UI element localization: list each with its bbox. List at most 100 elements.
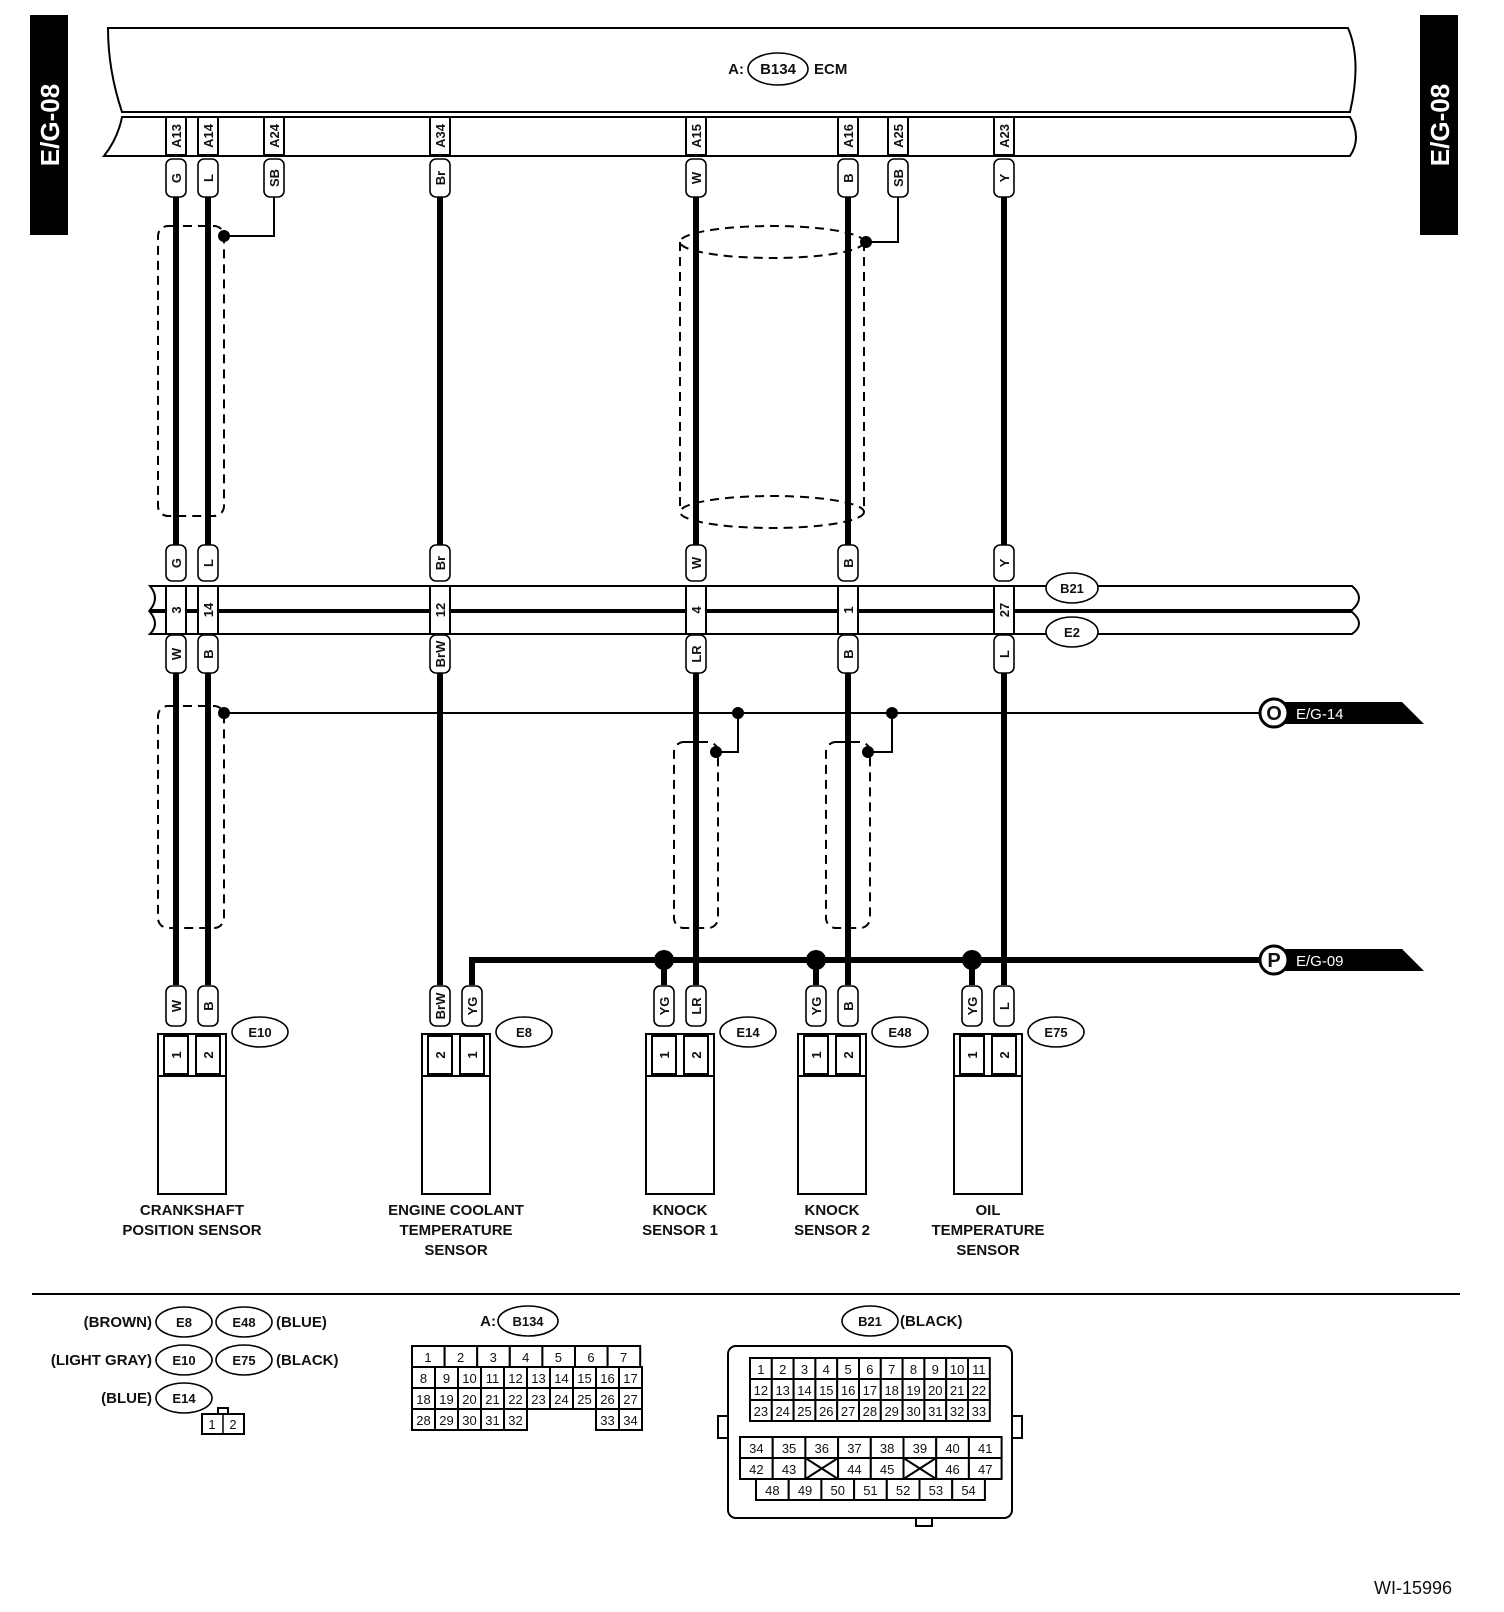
svg-text:1: 1 [757,1362,764,1377]
svg-text:13: 13 [775,1383,789,1398]
svg-text:16: 16 [841,1383,855,1398]
ecm-wire-color-a24: SB [263,158,285,198]
svg-text:12: 12 [754,1383,768,1398]
page-tab-right-label: E/G-08 [1425,84,1455,166]
sensor-e14-pin-b: 2 [683,1035,709,1075]
joint-upper-color-4-text: B [841,558,856,567]
legend-b134-prefix: A: [480,1313,496,1330]
sensor-body [157,1075,227,1195]
sensor-e75-color-1: YG [961,985,983,1027]
svg-text:43: 43 [782,1462,796,1477]
svg-text:54: 54 [961,1483,975,1498]
joint-lower-color-1: B [197,634,219,674]
shield-drain-k2 [868,713,893,753]
sensor-e10-color-1: W [165,985,187,1027]
joint-upper-color-4: B [837,544,859,582]
svg-text:15: 15 [577,1371,591,1386]
sensor-e48-color-2-text: B [841,1001,856,1010]
sensor-name-line: KNOCK [653,1202,708,1219]
yg-splice-3 [962,950,982,970]
ecm-wire-color-a15-text: W [689,171,704,184]
ecm-wire-color-a25: SB [887,158,909,198]
sensor-e8-pin-b-text: 1 [465,1051,480,1058]
page-tab-left-label: E/G-08 [35,84,65,166]
svg-text:32: 32 [950,1404,964,1419]
legend-color-left: (BLUE) [101,1390,152,1407]
sensor-e48-color-1: YG [805,985,827,1027]
legend-connector-e8: E8 [155,1306,213,1338]
legend-connector-e75-text: E75 [232,1353,255,1368]
legend-color-right: (BLACK) [276,1352,338,1369]
sensor-e48-color-2: B [837,985,859,1027]
svg-text:49: 49 [798,1483,812,1498]
svg-text:35: 35 [782,1441,796,1456]
sensor-body [953,1075,1023,1195]
svg-text:40: 40 [945,1441,959,1456]
sensor-e75-color-1-text: YG [965,997,980,1016]
svg-text:36: 36 [815,1441,829,1456]
svg-text:30: 30 [462,1413,476,1428]
joint-pin-27-text: 27 [997,603,1012,617]
legend-connector-e14-text: E14 [172,1391,196,1406]
svg-text:34: 34 [749,1441,763,1456]
page-tab-left [30,15,68,235]
ecm-pin-a14: A14 [197,116,219,156]
legend-connector-e48: E48 [215,1306,273,1338]
sensor-e14-color-1-text: YG [657,997,672,1016]
joint-upper-color-0-text: G [169,558,184,568]
svg-text:18: 18 [884,1383,898,1398]
legend-b134-connector: B134 [497,1305,559,1337]
legend-b21-connector-text: B21 [858,1314,882,1329]
sensor-name-line: TEMPERATURE [931,1222,1044,1239]
svg-text:29: 29 [439,1413,453,1428]
ecm-wire-color-a16-text: B [841,173,856,182]
ecm-pin-a24-text: A24 [267,123,282,148]
svg-text:19: 19 [439,1392,453,1407]
ecm-pin-a15: A15 [685,116,707,156]
shield-drain-a24 [224,195,275,237]
svg-text:6: 6 [866,1362,873,1377]
ecm-pin-a13: A13 [165,116,187,156]
sensor-name-line: OIL [976,1202,1001,1219]
svg-text:31: 31 [485,1413,499,1428]
svg-text:10: 10 [950,1362,964,1377]
joint-lower-color-5: L [993,634,1015,674]
shield-crank-upper [157,225,225,517]
legend-connector-e8-text: E8 [176,1315,192,1330]
svg-text:24: 24 [775,1404,789,1419]
svg-text:47: 47 [978,1462,992,1477]
ref-label: E/G-14 [1296,706,1344,723]
sensor-e48-pin-a: 1 [803,1035,829,1075]
ecm-wire-color-a24-text: SB [267,169,282,187]
svg-text:16: 16 [600,1371,614,1386]
sensor-e10-pin-b-text: 2 [201,1051,216,1058]
ecm-connector-oval [747,52,809,86]
svg-text:13: 13 [531,1371,545,1386]
legend-connector-e10-text: E10 [172,1353,195,1368]
svg-text:21: 21 [950,1383,964,1398]
sensor-name-line: CRANKSHAFT [140,1202,244,1219]
ref-label: E/G-09 [1296,953,1344,970]
shield-knock1 [673,741,719,929]
legend-color-left: (BROWN) [84,1314,152,1331]
joint-upper-color-5-text: Y [997,558,1012,567]
joint-lower-color-4-text: B [841,649,856,658]
svg-text:9: 9 [932,1362,939,1377]
yg-splice-2 [806,950,826,970]
ecm-wire-color-a23-text: Y [997,173,1012,182]
ecm-label: A: B134 ECM [728,52,847,86]
sensor-e75-pin-b: 2 [991,1035,1017,1075]
joint-connector-b21: B21 [1045,572,1099,604]
svg-text:50: 50 [831,1483,845,1498]
svg-text:25: 25 [797,1404,811,1419]
sensor-connector-e75-text: E75 [1044,1025,1067,1040]
svg-text:15: 15 [819,1383,833,1398]
shield-drain-a25 [866,195,899,243]
sensor-e10-color-1-text: W [169,999,184,1012]
